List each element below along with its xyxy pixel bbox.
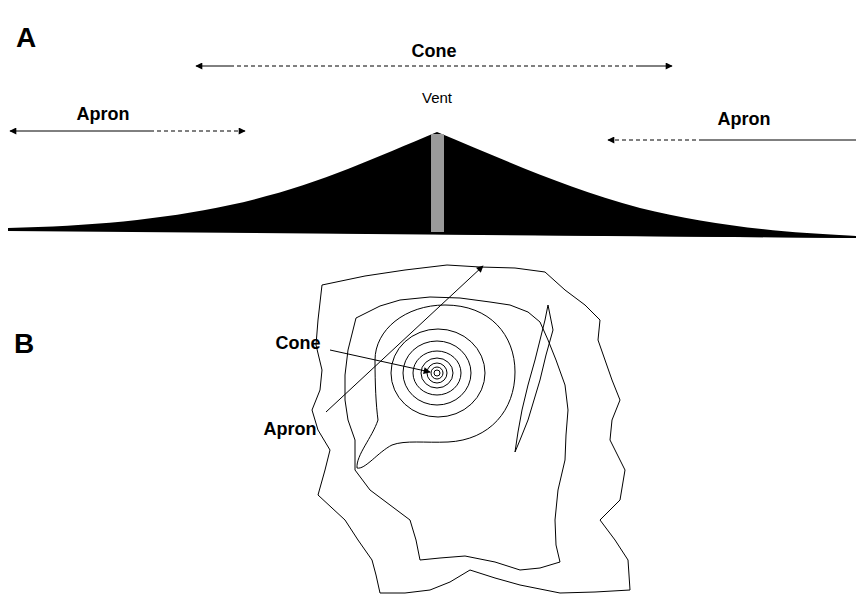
panel-letter: B [14,330,34,358]
vent-conduit [431,134,444,232]
apron-extent-arrow [608,140,856,141]
part-name: Cone [276,334,321,352]
part-name: Apron [718,110,771,128]
contour-map [312,265,630,593]
part-name: Apron [264,420,317,438]
part-name: Cone [412,42,457,60]
panel-letter: A [16,24,36,52]
apron-pointer-arrow [326,266,483,412]
part-name: Apron [77,105,130,123]
apron-extent-arrow [10,131,245,132]
cone-extent-arrow [196,66,672,67]
part-name: Vent [422,90,452,105]
cone-pointer-arrow [330,350,430,372]
volcano-profile [8,132,856,238]
